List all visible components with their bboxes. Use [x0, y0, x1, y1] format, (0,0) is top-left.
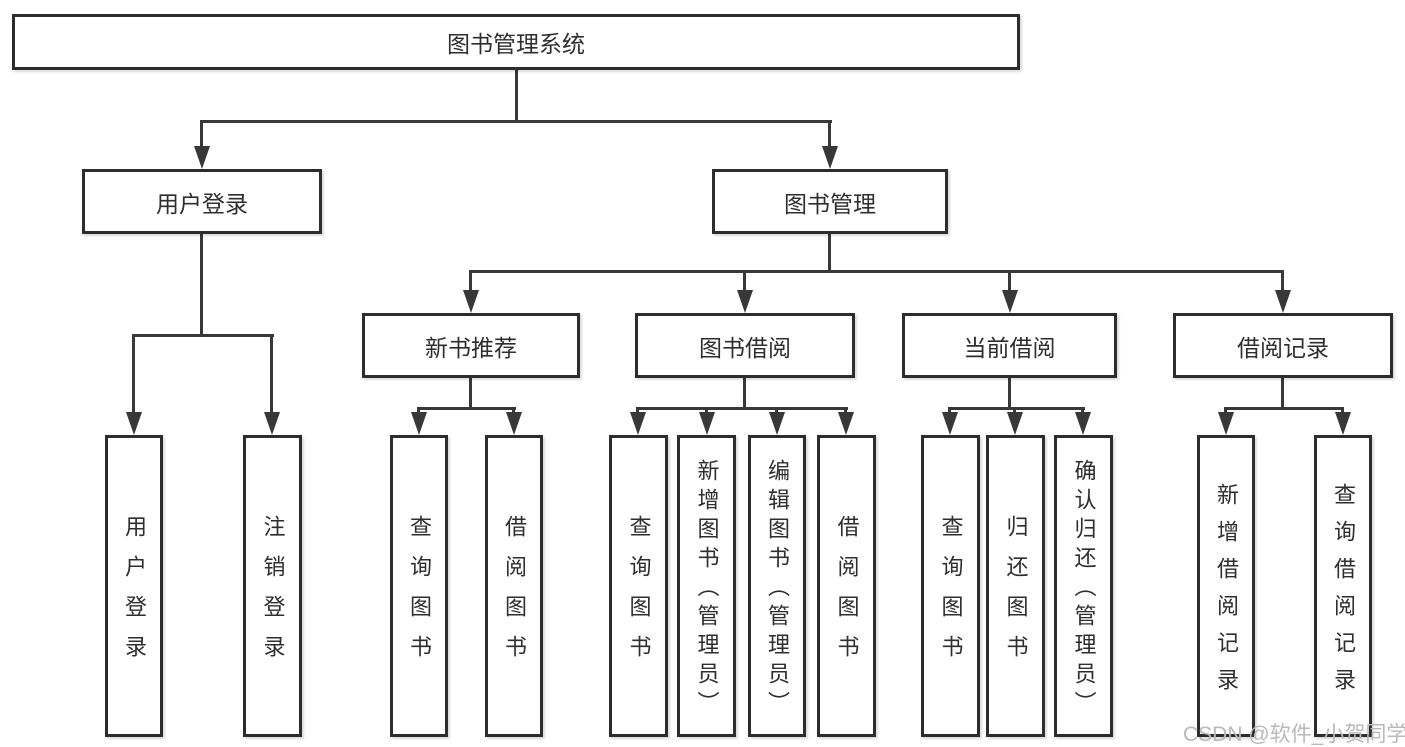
node-book-management-label: 图书管理: [784, 190, 876, 217]
leaf-query-books-borrowing-label: 查询图书: [626, 515, 652, 675]
connector-recommend-drop-1: [417, 407, 420, 415]
node-current-borrowing-label: 当前借阅: [963, 334, 1056, 361]
leaf-user-login-label: 用户登录: [122, 515, 147, 675]
leaf-query-borrow-record-label: 查询借阅记录: [1331, 482, 1356, 705]
node-new-book-recommend-label: 新书推荐: [425, 334, 517, 361]
arrow-to-leaf-logout: [264, 412, 280, 435]
connector-records-stem: [1281, 378, 1284, 410]
node-system-root: 图书管理系统: [12, 14, 1020, 70]
leaf-edit-book-admin: 编辑图书（管理员）: [748, 435, 806, 737]
node-user-login: 用户登录: [82, 169, 322, 234]
connector-current-drop-2: [1013, 407, 1016, 415]
connector-book-mgmt-drop-1: [469, 270, 472, 292]
arrow-to-leaf-borrow-books-recommend: [506, 412, 522, 435]
leaf-add-book-admin: 新增图书（管理员）: [677, 435, 736, 737]
connector-book-mgmt-drop-3: [1008, 270, 1011, 292]
arrow-to-leaf-query-books-recommend: [411, 412, 427, 435]
leaf-borrow-books-borrowing-label: 借阅图书: [834, 515, 860, 675]
node-user-login-label: 用户登录: [156, 190, 248, 217]
leaf-add-book-admin-label: 新增图书（管理员）: [694, 459, 720, 720]
leaf-query-books-recommend-label: 查询图书: [407, 515, 432, 675]
leaf-logout-label: 注销登录: [260, 515, 286, 675]
connector-user-login-drop-1: [132, 334, 135, 414]
connector-user-login-split: [133, 334, 274, 337]
arrow-to-leaf-query-borrow-record: [1335, 412, 1351, 435]
arrow-to-leaf-user-login: [126, 412, 142, 435]
leaf-borrow-books-borrowing: 借阅图书: [817, 435, 876, 737]
arrow-to-book-borrowing: [737, 290, 753, 313]
leaf-borrow-books-recommend: 借阅图书: [485, 435, 543, 737]
arrow-to-leaf-add-borrow-record: [1218, 412, 1234, 435]
leaf-confirm-return-admin: 确认归还（管理员）: [1054, 435, 1113, 737]
leaf-query-books-borrowing: 查询图书: [609, 435, 668, 737]
leaf-confirm-return-admin-label: 确认归还（管理员）: [1071, 459, 1097, 720]
arrow-to-leaf-add-book-admin: [699, 412, 715, 435]
node-book-management: 图书管理: [712, 169, 948, 234]
leaf-logout: 注销登录: [243, 435, 302, 737]
connector-book-mgmt-drop-2: [743, 270, 746, 292]
node-borrowing-records-label: 借阅记录: [1237, 334, 1329, 361]
connector-book-mgmt-split: [470, 270, 1284, 273]
connector-records-split: [1225, 407, 1344, 410]
node-system-root-label: 图书管理系统: [447, 31, 585, 57]
leaf-query-books-current: 查询图书: [921, 435, 980, 737]
connector-current-split: [949, 407, 1085, 410]
connector-root-stem: [515, 70, 518, 123]
connector-current-drop-3: [1081, 407, 1084, 415]
connector-recommend-drop-2: [512, 407, 515, 415]
connector-current-drop-1: [948, 407, 951, 415]
leaf-user-login: 用户登录: [105, 435, 163, 737]
arrow-to-leaf-confirm-return-admin: [1075, 412, 1091, 435]
connector-user-login-stem: [200, 234, 203, 337]
connector-current-stem: [1008, 378, 1011, 410]
node-borrowing-records: 借阅记录: [1173, 313, 1393, 378]
connector-root-drop-left: [200, 120, 203, 150]
connector-records-drop-2: [1341, 407, 1344, 415]
connector-recommend-split: [418, 407, 516, 410]
connector-borrowing-drop-3: [775, 407, 778, 415]
csdn-watermark: CSDN @软件_小贺同学: [1183, 723, 1405, 746]
node-book-borrowing: 图书借阅: [635, 313, 855, 378]
leaf-query-borrow-record: 查询借阅记录: [1314, 435, 1372, 737]
leaf-borrow-books-recommend-label: 借阅图书: [502, 515, 527, 675]
arrow-to-leaf-query-books-current: [942, 412, 958, 435]
leaf-query-books-recommend: 查询图书: [390, 435, 448, 737]
connector-recommend-stem: [469, 378, 472, 410]
leaf-return-books-label: 归还图书: [1003, 515, 1029, 675]
leaf-add-borrow-record-label: 新增借阅记录: [1214, 482, 1239, 705]
connector-borrowing-drop-2: [705, 407, 708, 415]
connector-user-login-drop-2: [270, 334, 273, 414]
connector-root-split: [200, 120, 832, 123]
arrow-to-leaf-borrow-books-borrowing: [838, 412, 854, 435]
arrow-to-leaf-return-books: [1007, 412, 1023, 435]
connector-book-mgmt-stem: [828, 234, 831, 273]
connector-borrowing-split: [637, 407, 848, 410]
arrow-to-user-login: [194, 146, 210, 169]
leaf-query-books-current-label: 查询图书: [938, 515, 964, 675]
arrow-to-book-management: [822, 146, 838, 169]
leaf-edit-book-admin-label: 编辑图书（管理员）: [765, 459, 790, 720]
arrow-to-current-borrowing: [1002, 290, 1018, 313]
connector-borrowing-stem: [743, 378, 746, 410]
arrow-to-borrowing-records: [1275, 290, 1291, 313]
arrow-to-leaf-query-books-borrowing: [630, 412, 646, 435]
node-book-borrowing-label: 图书借阅: [699, 334, 791, 361]
connector-book-mgmt-drop-4: [1281, 270, 1284, 292]
arrow-to-leaf-edit-book-admin: [769, 412, 785, 435]
node-new-book-recommend: 新书推荐: [362, 313, 580, 378]
node-current-borrowing: 当前借阅: [902, 313, 1117, 378]
connector-borrowing-drop-4: [844, 407, 847, 415]
leaf-return-books: 归还图书: [986, 435, 1045, 737]
connector-root-drop-right: [828, 120, 831, 150]
arrow-to-new-book-recommend: [463, 290, 479, 313]
connector-borrowing-drop-1: [636, 407, 639, 415]
leaf-add-borrow-record: 新增借阅记录: [1197, 435, 1255, 737]
connector-records-drop-1: [1224, 407, 1227, 415]
